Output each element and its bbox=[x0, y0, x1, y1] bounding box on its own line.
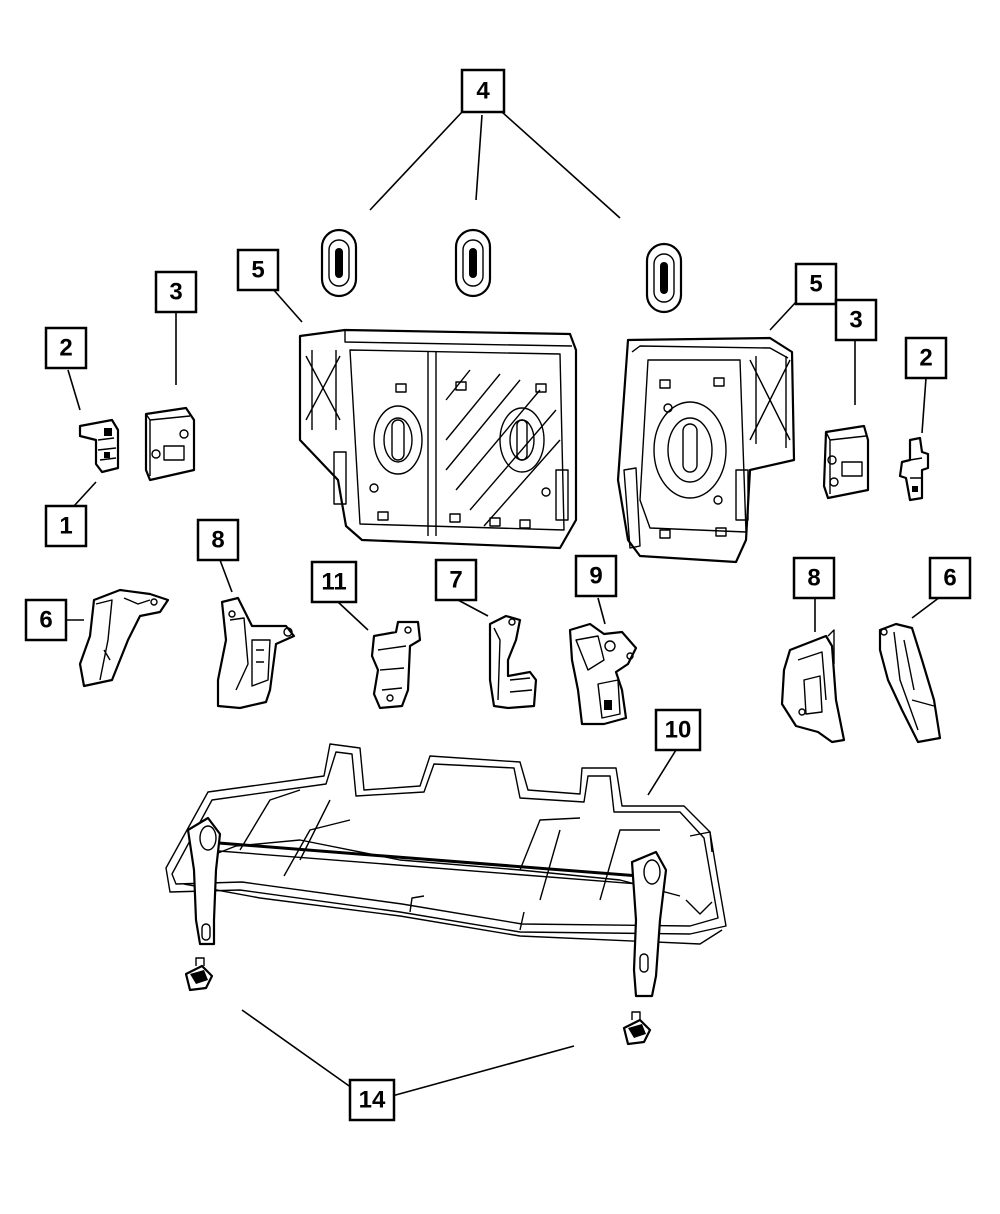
bracket-3-left bbox=[144, 406, 196, 482]
callout-2-right: 2 bbox=[904, 336, 948, 380]
callout-label: 9 bbox=[589, 563, 602, 590]
bracket-11 bbox=[370, 620, 422, 710]
callout-5-right: 5 bbox=[794, 262, 838, 306]
callout-2-left: 2 bbox=[44, 326, 88, 370]
callout-3-right: 3 bbox=[834, 298, 878, 342]
latch-clip-right bbox=[898, 436, 930, 502]
callout-7: 7 bbox=[434, 558, 478, 602]
callout-label: 6 bbox=[943, 565, 956, 592]
hinge-bracket-8-left bbox=[216, 596, 296, 710]
latch-clip-left bbox=[78, 418, 120, 474]
callout-label: 6 bbox=[39, 607, 52, 634]
callout-8-right: 8 bbox=[792, 556, 836, 600]
callout-5-left: 5 bbox=[236, 248, 280, 292]
bracket-3-right bbox=[822, 424, 870, 500]
bolt-14-left bbox=[184, 957, 214, 992]
grommet-right bbox=[645, 242, 683, 314]
bolt-14-right bbox=[622, 1011, 652, 1046]
cover-6-right bbox=[878, 622, 942, 744]
callout-9: 9 bbox=[574, 554, 618, 598]
callout-label: 10 bbox=[665, 717, 692, 744]
cover-6-left bbox=[78, 588, 170, 688]
callout-label: 3 bbox=[169, 279, 182, 306]
callout-label: 14 bbox=[359, 1087, 386, 1114]
leader-lines bbox=[66, 111, 941, 1097]
callout-14: 14 bbox=[348, 1078, 396, 1122]
callout-4: 4 bbox=[460, 68, 506, 114]
callout-label: 5 bbox=[251, 257, 264, 284]
callout-label: 2 bbox=[919, 345, 932, 372]
latch-mechanism-9 bbox=[568, 622, 638, 726]
callout-label: 2 bbox=[59, 335, 72, 362]
bracket-7 bbox=[488, 614, 538, 710]
callout-11: 11 bbox=[310, 560, 358, 604]
callout-10: 10 bbox=[654, 708, 702, 752]
callout-label: 8 bbox=[211, 527, 224, 554]
seatback-frame-large bbox=[298, 328, 578, 550]
callout-label: 1 bbox=[59, 513, 72, 540]
callout-label: 7 bbox=[449, 567, 462, 594]
callout-6-right: 6 bbox=[928, 556, 972, 600]
seatback-frame-small bbox=[616, 336, 796, 564]
callout-1: 1 bbox=[44, 504, 88, 548]
callout-label: 4 bbox=[476, 78, 490, 105]
callout-label: 8 bbox=[807, 565, 820, 592]
callout-3-left: 3 bbox=[154, 270, 198, 314]
hinge-bracket-8-right bbox=[780, 629, 846, 744]
callout-label: 5 bbox=[809, 271, 822, 298]
callout-label: 3 bbox=[849, 307, 862, 334]
callout-8-left: 8 bbox=[196, 518, 240, 562]
grommet-center bbox=[454, 228, 492, 298]
seat-cushion-frame-10 bbox=[165, 743, 727, 998]
callout-6-left: 6 bbox=[24, 598, 68, 642]
grommet-left bbox=[320, 228, 358, 298]
callout-label: 11 bbox=[321, 569, 346, 596]
